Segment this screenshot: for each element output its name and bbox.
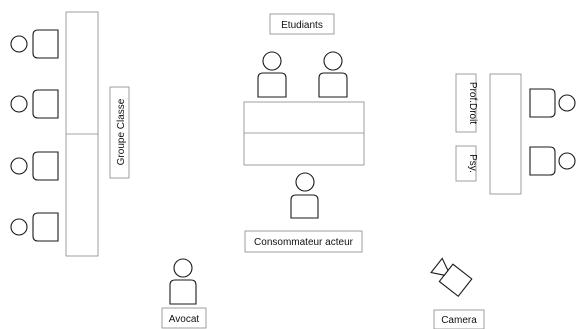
- avocat-label: Avocat: [161, 307, 207, 329]
- prof-droit-text: Prof.Droit: [467, 82, 478, 124]
- consommateur-acteur-seat: [290, 172, 319, 219]
- right-seat-2: [529, 146, 576, 176]
- prof-droit-label: Prof.Droit: [455, 73, 478, 133]
- etudiant-2: [318, 51, 348, 98]
- left-seat-4: [10, 212, 59, 242]
- central-table: [243, 101, 365, 166]
- left-seat-2: [10, 89, 59, 119]
- groupe-classe-text: Groupe Classe: [116, 98, 127, 165]
- avocat-text: Avocat: [169, 314, 200, 325]
- camera-icon: [430, 257, 473, 298]
- avocat-seat: [169, 258, 197, 305]
- etudiants-label: Etudiants: [269, 13, 335, 35]
- left-seat-1: [10, 29, 59, 59]
- psy-label: Psy.: [455, 145, 478, 182]
- groupe-classe-label: Groupe Classe: [109, 86, 130, 179]
- consommateur-acteur-text: Consommateur acteur: [254, 237, 354, 248]
- groupe-classe-table: [65, 11, 99, 257]
- etudiants-text: Etudiants: [281, 20, 323, 31]
- right-table: [489, 73, 522, 195]
- etudiant-1: [257, 51, 287, 98]
- psy-text: Psy.: [467, 154, 478, 173]
- camera-label: Camera: [433, 309, 485, 329]
- camera-text: Camera: [441, 315, 477, 326]
- right-seat-1: [529, 88, 576, 118]
- left-seat-3: [10, 151, 59, 181]
- consommateur-acteur-label: Consommateur acteur: [244, 230, 363, 253]
